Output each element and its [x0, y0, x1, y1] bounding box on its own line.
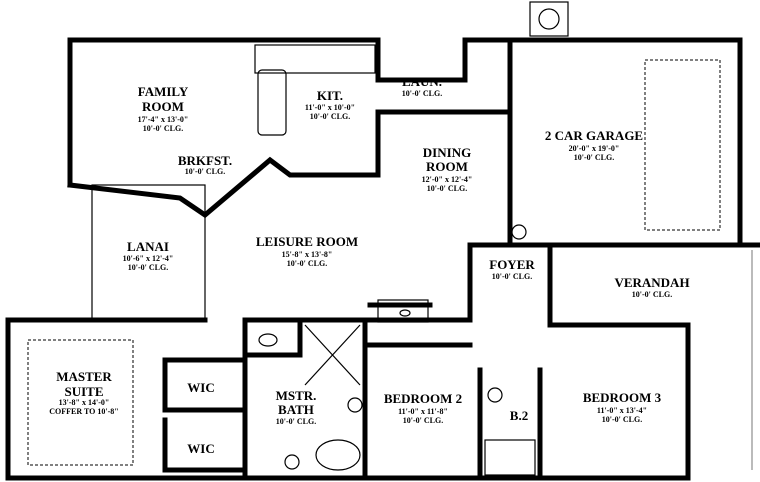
fixtures [27, 1, 753, 476]
foyer-label: FOYER [489, 257, 535, 272]
kitchen-size: 11'-0" x 10'-0" [305, 103, 355, 112]
leisure-label: LEISURE ROOM [256, 234, 358, 249]
bedroom2-ceiling: 10'-0' CLG. [403, 416, 443, 425]
bedroom2-label: BEDROOM 2 [384, 391, 462, 406]
kitchen-ceiling: 10'-0' CLG. [310, 112, 350, 121]
family-room-ceiling: 10'-0' CLG. [143, 124, 183, 133]
family-room-label-2: ROOM [142, 99, 184, 114]
foyer-ceiling: 10'-0' CLG. [492, 272, 532, 281]
breakfast-ceiling: 10'-0' CLG. [185, 167, 225, 176]
master-bath-label: MSTR. [276, 388, 317, 403]
room-foyer: FOYER 10'-0' CLG. [489, 257, 535, 281]
room-dining: DINING ROOM 12'-0" x 12'-4" 10'-0' CLG. [422, 145, 473, 193]
dining-size: 12'-0" x 12'-4" [422, 175, 473, 184]
room-family: FAMILY ROOM 17'-4" x 13'-0" 10'-0' CLG. [138, 84, 189, 133]
lanai-size: 10'-6" x 12'-4" [123, 254, 174, 263]
master-bath-label-2: BATH [278, 402, 314, 417]
room-verandah: VERANDAH 10'-0' CLG. [614, 275, 689, 299]
family-room-label: FAMILY [138, 84, 189, 99]
bedroom3-ceiling: 10'-0' CLG. [602, 415, 642, 424]
family-room-size: 17'-4" x 13'-0" [138, 115, 189, 124]
bedroom2-size: 11'-0" x 11'-8" [398, 407, 448, 416]
room-leisure: LEISURE ROOM 15'-8" x 13'-8" 10'-0' CLG. [256, 234, 358, 268]
garage-label: 2 CAR GARAGE [545, 128, 643, 143]
master-label-2: SUITE [64, 384, 103, 399]
laundry-label: LAUN. [402, 74, 442, 89]
room-bedroom-2: BEDROOM 2 11'-0" x 11'-8" 10'-0' CLG. [384, 391, 462, 425]
bedroom3-label: BEDROOM 3 [583, 390, 662, 405]
garage-ceiling: 10'-0' CLG. [574, 153, 614, 162]
breakfast-label: BRKFST. [178, 153, 232, 168]
room-master-bath: MSTR. BATH 10'-0' CLG. [276, 388, 317, 426]
room-garage: 2 CAR GARAGE 20'-0" x 19'-0" 10'-0' CLG. [545, 128, 643, 162]
master-size: 13'-8" x 14'-0" [59, 398, 110, 407]
room-bedroom-3: BEDROOM 3 11'-0" x 13'-4" 10'-0' CLG. [583, 390, 662, 424]
room-kitchen: KIT. 11'-0" x 10'-0" 10'-0' CLG. [305, 88, 355, 121]
master-ceiling: COFFER TO 10'-8" [49, 407, 118, 416]
dining-label: DINING [423, 145, 471, 160]
wic-label-1: WIC [187, 380, 214, 395]
walls [5, 37, 760, 481]
leisure-ceiling: 10'-0' CLG. [287, 259, 327, 268]
garage-size: 20'-0" x 19'-0" [569, 144, 620, 153]
dining-label-2: ROOM [426, 159, 468, 174]
kitchen-label: KIT. [317, 88, 343, 103]
master-bath-ceiling: 10'-0' CLG. [276, 417, 316, 426]
wic-label-2: WIC [187, 441, 214, 456]
room-breakfast: BRKFST. 10'-0' CLG. [178, 153, 232, 176]
laundry-ceiling: 10'-0' CLG. [402, 89, 442, 98]
room-master: MASTER SUITE 13'-8" x 14'-0" COFFER TO 1… [49, 369, 118, 416]
verandah-ceiling: 10'-0' CLG. [632, 290, 672, 299]
room-laundry: LAUN. 10'-0' CLG. [402, 74, 442, 98]
lanai-ceiling: 10'-0' CLG. [128, 263, 168, 272]
dining-ceiling: 10'-0' CLG. [427, 184, 467, 193]
room-lanai: LANAI 10'-6" x 12'-4" 10'-0' CLG. [123, 239, 174, 272]
master-label: MASTER [56, 369, 112, 384]
lanai-label: LANAI [127, 239, 169, 254]
bedroom3-size: 11'-0" x 13'-4" [597, 406, 647, 415]
bath2-label: B.2 [510, 408, 528, 423]
verandah-label: VERANDAH [614, 275, 689, 290]
leisure-size: 15'-8" x 13'-8" [282, 250, 333, 259]
